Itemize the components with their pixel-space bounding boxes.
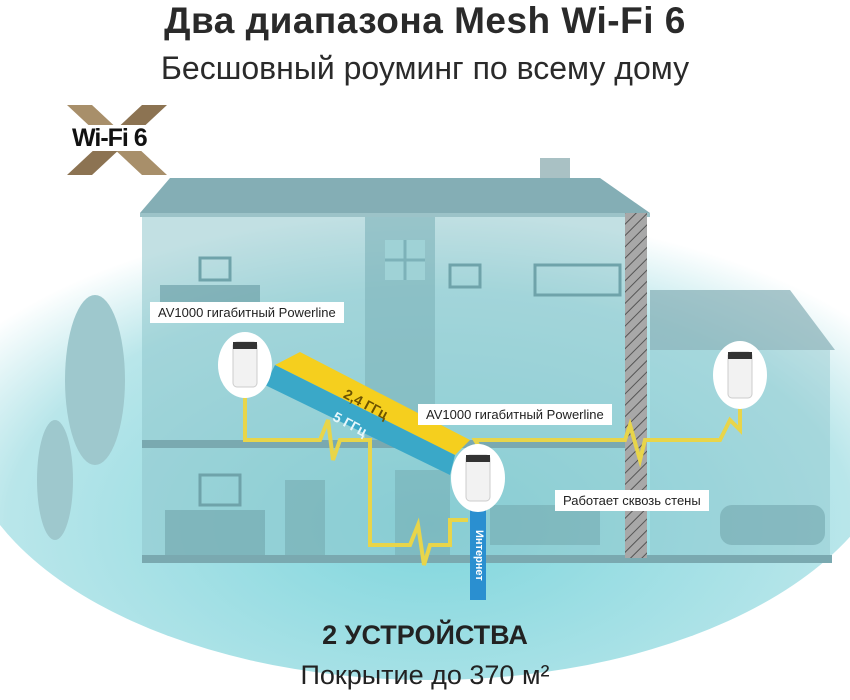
tree	[65, 295, 125, 465]
label-top-device: AV1000 гигабитный Powerline	[150, 302, 344, 323]
powerline-path	[243, 395, 468, 566]
internet-label: Интернет	[473, 530, 485, 581]
coverage-text: Покрытие до 370 м²	[300, 660, 550, 690]
sofa	[490, 505, 600, 545]
wifi6-logo-text: Wi-Fi 6	[70, 124, 149, 152]
label-center-device: AV1000 гигабитный Powerline	[418, 404, 612, 425]
internet-cable	[470, 505, 486, 600]
mesh-device-center	[451, 444, 505, 512]
fridge	[285, 480, 325, 555]
ground	[142, 555, 832, 563]
label-through-walls: Работает сквозь стены	[555, 490, 709, 511]
band-24ghz	[275, 352, 470, 455]
mesh-device-left	[218, 332, 272, 398]
devices-count: 2 УСТРОЙСТВА	[322, 620, 528, 650]
tree	[37, 420, 73, 540]
car	[720, 505, 825, 545]
bed	[533, 263, 622, 297]
mesh-device-right	[713, 341, 767, 409]
monitor	[198, 256, 232, 282]
page-title: Два диапазона Mesh Wi-Fi 6	[164, 0, 686, 41]
page-subtitle: Бесшовный роуминг по всему дому	[160, 50, 690, 86]
band-5ghz	[265, 365, 455, 475]
hatched-wall	[625, 213, 647, 558]
kitchen	[165, 510, 265, 555]
roof	[140, 178, 650, 213]
door	[395, 470, 450, 555]
